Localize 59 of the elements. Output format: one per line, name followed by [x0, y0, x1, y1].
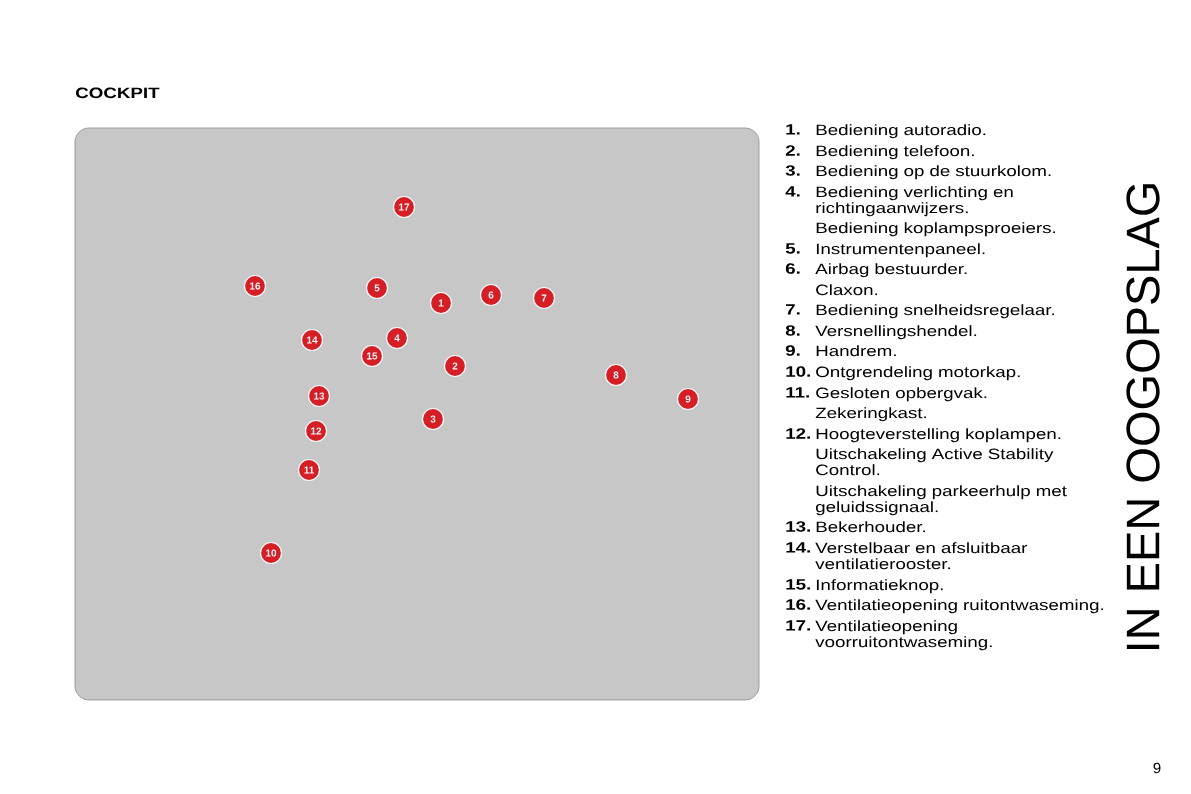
- item-number: 1.: [786, 124, 800, 135]
- callout-number: 8: [604, 363, 628, 387]
- item-text: Bediening koplampsproeiers.: [816, 222, 1056, 237]
- item-text: Bediening telefoon.: [816, 145, 974, 160]
- item-number: 13.: [786, 521, 810, 532]
- callout-number: 2: [443, 354, 467, 378]
- callout-number: 6: [479, 283, 503, 307]
- item-text: Gesloten opbergvak.: [816, 387, 987, 402]
- item-number: 14.: [786, 542, 810, 553]
- item-text: Bediening snelheidsregelaar.: [816, 304, 1055, 319]
- section-heading: IN EEN OOGOPSLAG: [1126, 184, 1160, 649]
- item-number: 4.: [785, 186, 800, 197]
- item-number: 11.: [786, 387, 809, 398]
- callout-number: 9: [676, 387, 700, 411]
- item-number: 6.: [785, 263, 800, 274]
- item-text: Handrem.: [816, 345, 896, 357]
- item-number: 16.: [786, 599, 810, 610]
- item-text: Claxon.: [816, 284, 878, 296]
- item-text: Uitschakeling parkeerhulp met geluidssignaal.: [816, 485, 1067, 516]
- page-number: 9: [1153, 762, 1161, 774]
- item-number: 5.: [785, 243, 800, 254]
- callout-number: 4: [385, 326, 409, 350]
- item-text: Bekerhouder.: [816, 521, 925, 533]
- callout-number: 7: [532, 286, 556, 310]
- item-number: 2.: [785, 145, 800, 156]
- item-text: Bediening autoradio.: [816, 124, 986, 139]
- page-heading: COCKPIT: [76, 87, 160, 99]
- item-number: 10.: [786, 366, 810, 377]
- item-text: Bediening verlichting en richtingaanwijzers.: [816, 186, 1013, 217]
- item-text: Instrumentenpaneel.: [816, 243, 985, 258]
- item-text: Zekeringkast.: [815, 407, 927, 422]
- item-text: Ventilatieopening voorruitontwaseming.: [815, 620, 992, 651]
- item-number: 17.: [786, 620, 810, 631]
- callout-number: 15: [360, 344, 384, 368]
- item-text: Ventilatieopening ruitontwaseming.: [815, 599, 1103, 614]
- item-number: 12.: [786, 428, 810, 439]
- item-text: Verstelbaar en afsluitbaar ventilatierooster.: [815, 542, 1028, 570]
- callout-number: 5: [365, 276, 389, 300]
- item-text: Informatieknop.: [816, 579, 943, 594]
- item-number: 9.: [785, 345, 800, 356]
- callout-number: 3: [421, 407, 445, 431]
- callout-number: 12: [304, 419, 328, 443]
- item-number: 8.: [785, 325, 800, 336]
- item-number: 7.: [786, 304, 800, 315]
- item-number: 3.: [785, 165, 800, 176]
- callout-number: 1: [429, 291, 453, 315]
- callout-number: 10: [259, 541, 283, 565]
- item-text: Hoogteverstelling koplampen.: [816, 428, 1061, 443]
- item-number: 15.: [786, 579, 810, 590]
- callout-number: 14: [300, 328, 324, 352]
- callout-number: 17: [392, 195, 416, 219]
- item-text: Ontgrendeling motorkap.: [816, 366, 1020, 381]
- item-text: Airbag bestuurder.: [815, 263, 967, 278]
- callout-number: 11: [297, 458, 321, 482]
- callout-number: 13: [307, 384, 331, 408]
- item-text: Versnellingshendel.: [815, 325, 977, 340]
- callout-number: 16: [243, 274, 267, 298]
- item-text: Bediening op de stuurkolom.: [816, 165, 1051, 180]
- item-text: Uitschakeling Active Stability Control.: [816, 448, 1054, 476]
